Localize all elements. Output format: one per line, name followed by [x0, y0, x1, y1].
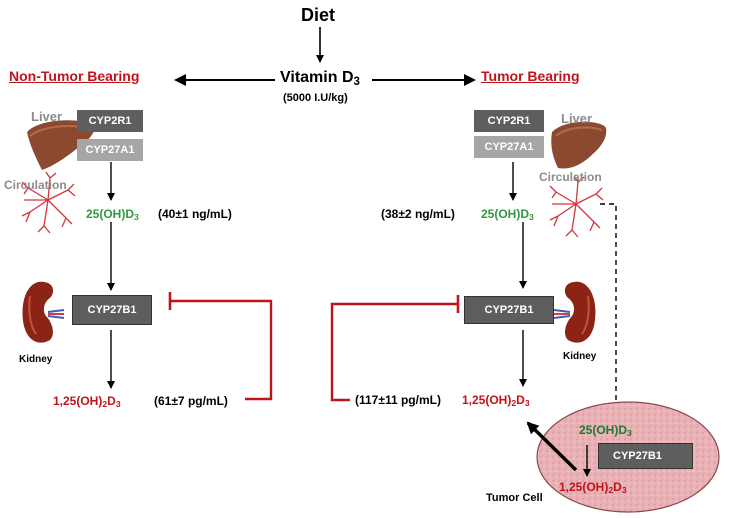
left-enzyme-cyp2r1: CYP2R1	[77, 110, 143, 132]
vitamin-label: Vitamin D3	[280, 69, 360, 88]
circulation-icon	[21, 171, 76, 234]
right-enzyme-cyp27a1: CYP27A1	[474, 136, 544, 158]
left-active-d3: 1,25(OH)2D3	[53, 394, 121, 410]
left-active-value: (61±7 pg/mL)	[154, 394, 228, 408]
tumor-to-serum-arrow	[526, 421, 578, 472]
left-kidney-label: Kidney	[19, 354, 53, 365]
left-enzyme-cyp27b1: CYP27B1	[72, 295, 152, 325]
tumor-25oh-d3: 25(OH)D3	[579, 423, 632, 439]
circulation-to-tumor-dashed	[600, 203, 617, 404]
vitamin-name: Vitamin D	[280, 69, 354, 86]
vitamin-sub: 3	[353, 75, 360, 88]
right-enzyme-cyp27b1: CYP27B1	[464, 296, 554, 324]
left-heading: Non-Tumor Bearing	[9, 68, 140, 84]
left-enzyme-cyp27a1: CYP27A1	[77, 139, 143, 161]
tumor-enzyme-cyp27b1: CYP27B1	[598, 443, 693, 469]
kidney-icon	[22, 281, 65, 343]
right-25oh-d3: 25(OH)D3	[481, 207, 534, 223]
tumor-cell-label: Tumor Cell	[486, 492, 543, 504]
left-feedback-inhibition	[170, 299, 273, 401]
right-liver-label: Liver	[561, 111, 593, 126]
right-active-d3: 1,25(OH)2D3	[462, 393, 530, 409]
right-enzyme-cyp2r1: CYP2R1	[474, 110, 544, 132]
left-25oh-d3: 25(OH)D3	[86, 207, 139, 223]
liver-icon-right	[551, 121, 607, 169]
kidney-icon-right	[553, 281, 596, 343]
left-liver-label: Liver	[31, 109, 63, 124]
diet-label: Diet	[301, 5, 336, 25]
right-feedback-inhibition	[330, 302, 458, 402]
right-active-value: (117±11 pg/mL)	[355, 393, 441, 407]
vitamin-dose: (5000 I.U/kg)	[283, 92, 348, 104]
tumor-active-d3: 1,25(OH)2D3	[559, 480, 627, 496]
circulation-icon-right	[549, 175, 604, 238]
right-kidney-label: Kidney	[563, 351, 597, 362]
left-25oh-value: (40±1 ng/mL)	[158, 207, 232, 221]
right-heading: Tumor Bearing	[481, 68, 580, 84]
right-circulation-label: Circulation	[539, 170, 602, 184]
right-25oh-value: (38±2 ng/mL)	[381, 207, 455, 221]
left-circulation-label: Circulation	[4, 178, 67, 192]
